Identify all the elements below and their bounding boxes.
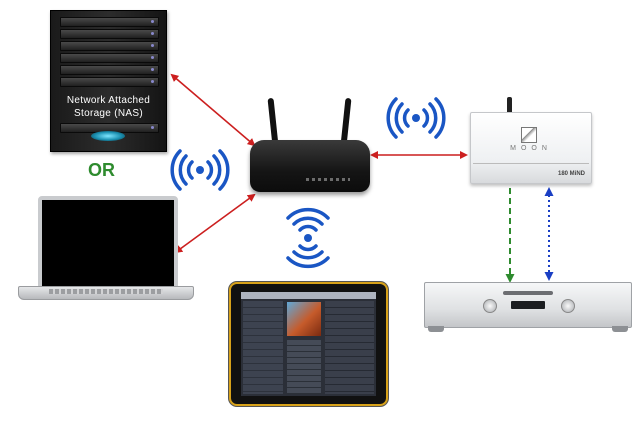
wifi-signal-icon xyxy=(386,97,446,139)
mind-antenna xyxy=(507,97,512,114)
cd-player xyxy=(424,282,632,328)
mind-divider xyxy=(473,163,589,164)
drive-bay xyxy=(60,77,159,87)
nas-tower: Network Attached Storage (NAS) xyxy=(50,10,167,152)
drive-bay xyxy=(60,53,159,63)
moon-mind-streamer: MOON 180 MiND xyxy=(470,112,592,184)
ipad-sidebar xyxy=(243,301,283,394)
cdp-disc-slot xyxy=(503,291,553,295)
router-leds xyxy=(306,178,350,181)
nas-status-light xyxy=(91,131,125,141)
laptop-base xyxy=(18,286,194,300)
drive-bay xyxy=(60,41,159,51)
laptop-keyboard xyxy=(49,289,163,294)
wireless-router xyxy=(250,140,370,192)
cdp-knob-right xyxy=(561,299,575,313)
link-nas-router xyxy=(170,73,256,147)
drive-bay xyxy=(60,29,159,39)
ipad-status-bar xyxy=(241,292,376,299)
wifi-signal-icon xyxy=(286,207,330,269)
or-label: OR xyxy=(88,160,115,180)
album-art xyxy=(287,302,321,336)
nas-label: Network Attached Storage (NAS) xyxy=(51,94,166,120)
ipad-screen xyxy=(241,292,376,396)
cdp-foot-right xyxy=(612,326,628,332)
ipad-tablet xyxy=(229,282,388,406)
laptop-screen xyxy=(38,196,178,292)
cdp-foot-left xyxy=(428,326,444,332)
ipad-track-list xyxy=(287,340,321,394)
nas-label-line2: Storage (NAS) xyxy=(74,108,143,119)
moon-logo-icon xyxy=(521,127,537,143)
link-laptop-router xyxy=(174,193,256,254)
drive-bay xyxy=(60,65,159,75)
mind-model: 180 MiND xyxy=(557,171,585,177)
mind-brand: MOON xyxy=(510,145,552,152)
cdp-knob-left xyxy=(483,299,497,313)
ipad-library-list xyxy=(325,301,374,394)
wifi-signal-icon xyxy=(170,149,230,191)
drive-bay xyxy=(60,17,159,27)
nas-label-line1: Network Attached xyxy=(66,95,151,106)
cdp-display xyxy=(511,301,545,309)
